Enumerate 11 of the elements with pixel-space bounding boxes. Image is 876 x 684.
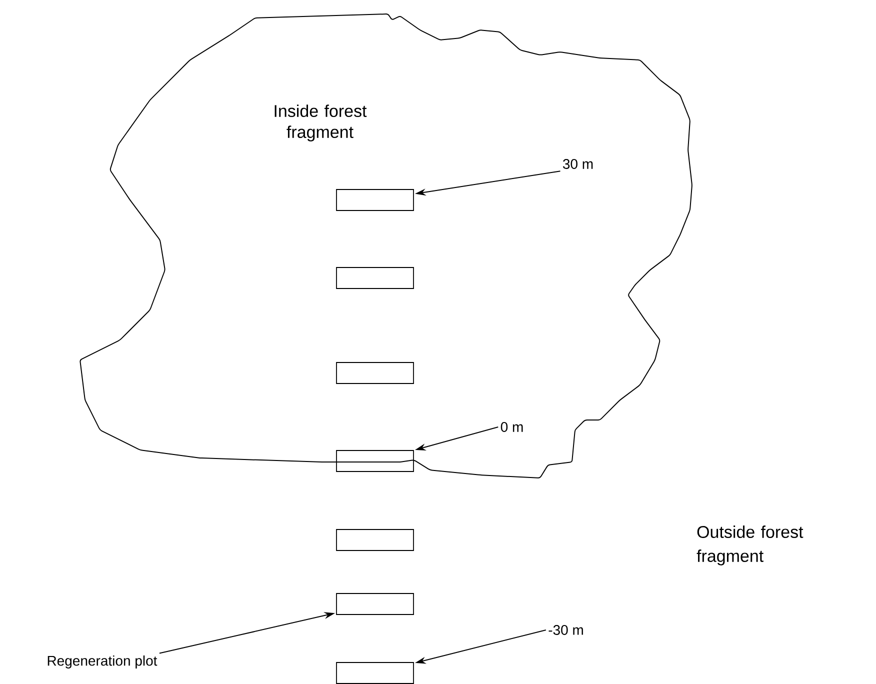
distance-label: Regeneration plot <box>48 655 158 669</box>
plot-rectangle <box>336 662 414 684</box>
distance-label: -30 m <box>548 625 583 635</box>
distance-label: 0 m <box>500 422 523 432</box>
plot-rectangle <box>336 529 414 551</box>
plot-rectangle <box>336 267 414 289</box>
area-label: Outside forest fragment <box>696 526 804 566</box>
plot-rectangle <box>336 189 414 211</box>
plot-rectangle <box>336 593 414 615</box>
plot-rectangle <box>336 362 414 384</box>
distance-label: 30 m <box>562 159 593 169</box>
